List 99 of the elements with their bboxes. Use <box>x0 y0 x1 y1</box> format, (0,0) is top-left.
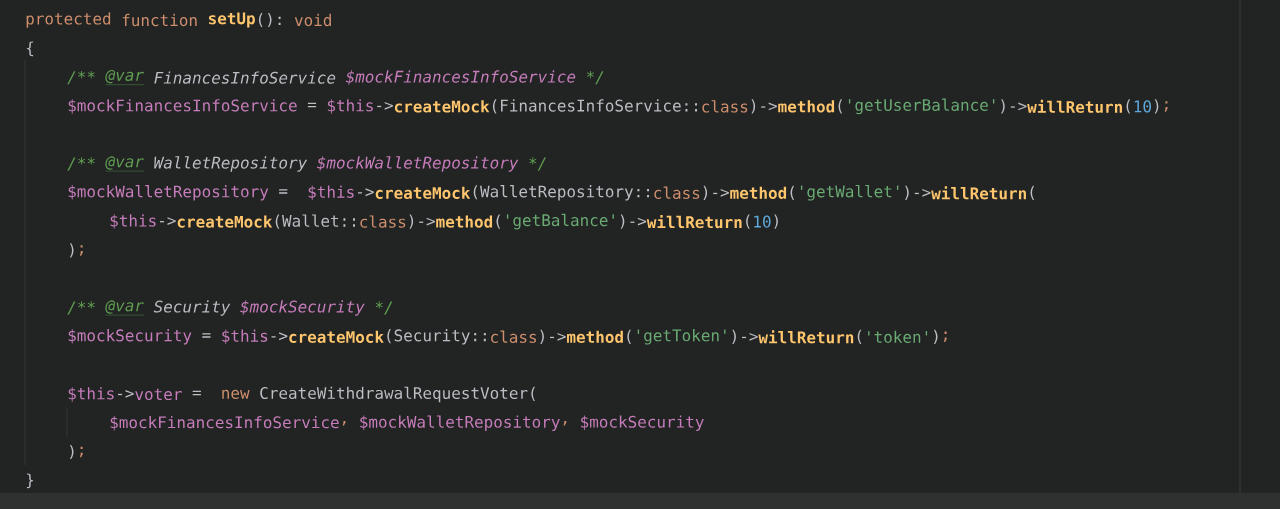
code-text: (FinancesInfoService:: <box>492 99 697 114</box>
code-text: -> <box>377 101 393 110</box>
method-name: method <box>567 330 623 343</box>
string-literal: 'token' <box>868 330 928 343</box>
code-text: ( <box>857 329 862 344</box>
code-text: = <box>307 102 317 108</box>
method-name: method <box>730 186 787 199</box>
keyword: class <box>491 330 537 343</box>
method-name: willReturn <box>931 186 1026 200</box>
code-text: } <box>26 473 34 489</box>
keyword: ; <box>943 331 947 343</box>
variable: $mockWalletRepository <box>360 415 560 431</box>
method-name: setUp <box>208 12 255 28</box>
code-text: ) <box>69 243 74 258</box>
keyword: , <box>563 420 567 426</box>
doc-tag: @var <box>105 300 145 316</box>
method-name: method <box>436 215 493 228</box>
variable: $mockFinancesInfoService <box>110 415 339 431</box>
code-text: ) <box>774 214 778 229</box>
code-text: )-> <box>732 329 758 344</box>
code-text: ) <box>69 444 74 460</box>
variable: voter <box>135 388 182 401</box>
string-literal: 'getBalance' <box>506 213 614 230</box>
comment-text: WalletRepository <box>154 156 308 172</box>
variable: $mockSecurity <box>581 415 704 431</box>
code-text: -> <box>160 217 176 225</box>
code-text: ) <box>1154 99 1159 114</box>
code-text: CreateWithdrawalRequestVoter( <box>260 386 535 403</box>
doc-tag: @var <box>105 69 145 85</box>
comment-delimiter: /** <box>67 301 95 315</box>
keyword: class <box>360 215 406 228</box>
code-text: { <box>26 41 34 57</box>
keyword: ; <box>79 245 83 256</box>
string-literal: 'getWallet' <box>800 185 899 201</box>
code-text: ( <box>838 99 843 114</box>
code-text: )-> <box>1001 99 1027 114</box>
code-text: ( <box>1126 99 1131 114</box>
code-text: -> <box>118 389 134 398</box>
keyword: class <box>654 186 700 199</box>
code-text: (WalletRepository:: <box>473 185 649 201</box>
method-name: method <box>778 100 835 113</box>
variable: $this <box>68 387 114 402</box>
code-text: )-> <box>905 185 931 200</box>
code-text: = <box>192 390 201 396</box>
code-text: ( <box>496 214 501 229</box>
keyword: class <box>702 100 748 113</box>
keyword: , <box>342 420 346 426</box>
code-text: -> <box>358 188 374 197</box>
comment-text: Security <box>153 300 231 316</box>
doc-tag: @var <box>105 156 145 172</box>
code-text: )-> <box>540 329 566 344</box>
code-text: = <box>202 333 211 338</box>
keyword: new <box>222 389 250 399</box>
code-text: ) <box>933 329 938 344</box>
method-name: willReturn <box>646 215 742 229</box>
code-text: ( <box>746 214 750 229</box>
comment-delimiter: /** <box>67 70 95 85</box>
string-literal: 'getUserBalance' <box>848 98 995 115</box>
keyword: function <box>122 13 197 27</box>
comment-variable: $mockSecurity <box>240 300 365 316</box>
variable: $mockWalletRepository <box>68 185 269 201</box>
variable: $mockSecurity <box>68 329 192 345</box>
variable: $this <box>222 329 268 345</box>
variable: $this <box>308 185 354 201</box>
method-name: createMock <box>394 100 490 113</box>
keyword: ; <box>1164 101 1168 112</box>
variable: $this <box>110 214 156 229</box>
comment-variable: $mockWalletRepository <box>317 156 519 172</box>
variable: $this <box>327 99 373 114</box>
comment-delimiter: */ <box>529 157 546 171</box>
method-name: willReturn <box>1027 99 1122 113</box>
method-name: createMock <box>289 330 384 343</box>
code-text: )-> <box>751 99 777 114</box>
keyword: ; <box>79 446 83 458</box>
code-text: = <box>279 189 288 194</box>
string-literal: 'getToken' <box>637 329 726 345</box>
code-text: ( <box>790 185 795 200</box>
code-text: -> <box>271 332 288 341</box>
method-name: createMock <box>375 186 471 199</box>
variable: $mockFinancesInfoService <box>68 99 297 114</box>
keyword: protected <box>26 12 111 28</box>
number-literal: 10 <box>1134 100 1151 113</box>
code-text: )-> <box>620 214 647 229</box>
number-literal: 10 <box>754 215 771 228</box>
code-text: )-> <box>409 214 435 229</box>
code-text: )-> <box>703 185 729 200</box>
code-text: ( <box>1030 185 1035 200</box>
code-text: (Security:: <box>387 329 486 345</box>
keyword: void <box>294 13 331 27</box>
method-name: createMock <box>177 215 273 228</box>
comment-delimiter: */ <box>586 70 604 85</box>
comment-delimiter: /** <box>67 157 95 171</box>
comment-variable: $mockFinancesInfoService <box>345 70 576 85</box>
code-text: ( <box>627 329 631 344</box>
method-name: willReturn <box>758 330 854 344</box>
comment-text: FinancesInfoService <box>154 71 336 84</box>
code-text: (Wallet:: <box>275 214 355 229</box>
code-text: (): <box>258 12 281 28</box>
comment-delimiter: */ <box>375 301 393 315</box>
